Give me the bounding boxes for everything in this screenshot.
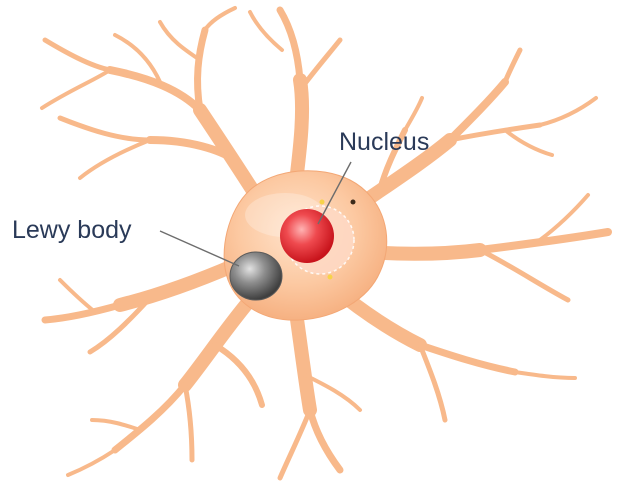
lewy-body-label: Lewy body [12,218,132,243]
nucleus-label: Nucleus [339,130,429,155]
organelle-dot [351,200,356,205]
organelle-dot [320,200,325,205]
lewy-body [230,252,282,300]
organelle-dot [328,275,333,280]
nucleus [280,209,334,263]
